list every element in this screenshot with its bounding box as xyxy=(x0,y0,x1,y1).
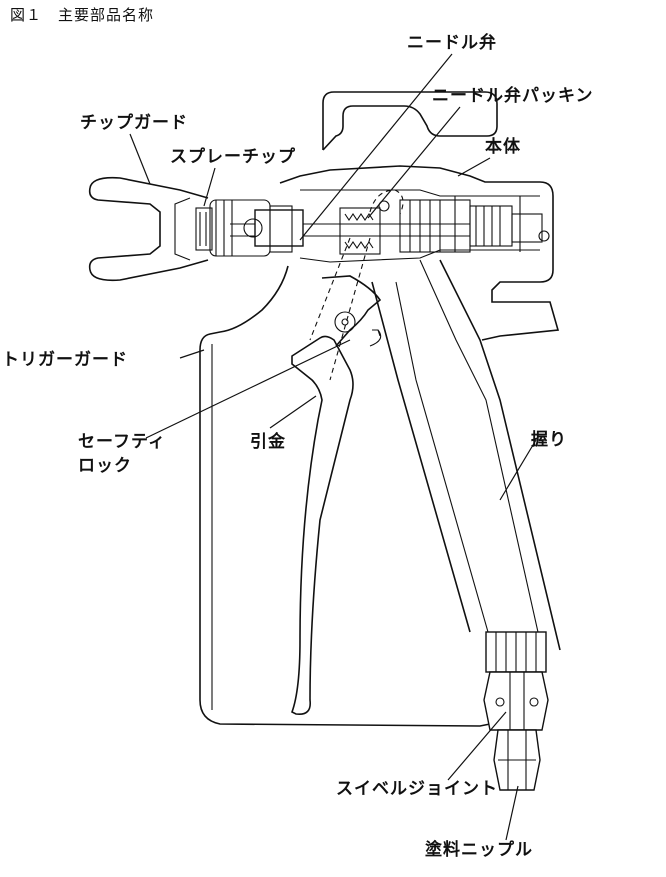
leader-tip-guard xyxy=(129,133,151,185)
packing-spring-upper xyxy=(344,213,374,221)
grip-inner-front xyxy=(395,281,489,633)
swivel-upper-lines xyxy=(495,632,537,672)
needle-ball xyxy=(243,218,263,238)
label-tip-guard: チップガード xyxy=(80,113,188,133)
label-trigger: 引金 xyxy=(250,432,286,452)
label-paint-nipple: 塗料ニップル xyxy=(425,840,533,860)
leader-needle-valve-packing xyxy=(367,106,461,219)
front-nut xyxy=(269,205,293,253)
packing-spring-lower xyxy=(344,241,374,249)
gun-body-outline xyxy=(279,165,560,341)
swivel-body xyxy=(483,671,549,731)
label-trigger-guard: トリガーガード xyxy=(2,350,128,370)
front-coupling-threads xyxy=(215,200,233,256)
leader-safety-lock xyxy=(145,339,351,439)
grip-inner-rear xyxy=(419,259,543,651)
spray-tip-lines xyxy=(199,212,207,246)
swivel-center-lines xyxy=(509,672,525,730)
trigger-guard xyxy=(199,265,501,727)
safety-lock-arrowhead xyxy=(372,329,381,337)
hanger-hook xyxy=(322,91,498,151)
trigger-pivot-dashed xyxy=(309,189,404,381)
label-safety-lock-line1: セーフティ xyxy=(78,432,166,452)
tip-guard xyxy=(88,176,209,282)
trigger-lever xyxy=(291,335,354,716)
leader-paint-nipple xyxy=(505,785,519,841)
swivel-ball-right xyxy=(529,697,539,707)
grip-front xyxy=(371,281,471,633)
spray-tip-head xyxy=(195,207,213,251)
body-rear-bands xyxy=(454,196,521,252)
grip-rear xyxy=(439,259,561,651)
rear-knob-pin xyxy=(538,230,550,242)
packing-housing xyxy=(339,207,381,255)
label-needle-valve: ニードル弁 xyxy=(407,33,497,53)
figure-title: 図１ 主要部品名称 xyxy=(10,6,155,24)
packing-screw xyxy=(378,200,390,212)
rear-nut-threads xyxy=(409,200,441,252)
rear-knob xyxy=(511,213,543,243)
leader-trigger-guard xyxy=(179,349,205,359)
leader-needle-valve xyxy=(299,53,453,241)
label-needle-valve-packing: ニードル弁パッキン xyxy=(432,86,594,106)
body-inner-top xyxy=(300,189,540,197)
paint-nipple-lines xyxy=(498,730,536,790)
label-grip: 握り xyxy=(531,430,567,450)
leader-trigger xyxy=(269,395,317,429)
label-safety-lock-line2: ロック xyxy=(78,456,132,476)
leader-grip xyxy=(499,439,537,501)
tip-guard-inner xyxy=(174,197,191,261)
leader-body xyxy=(457,157,491,177)
trigger-upper-arm xyxy=(321,275,382,347)
rear-cap-lines xyxy=(475,206,501,246)
label-swivel-joint: スイベルジョイント xyxy=(336,779,498,799)
trigger-pivot-center xyxy=(341,318,349,326)
needle-valve-seat xyxy=(254,209,304,247)
swivel-ball-left xyxy=(495,697,505,707)
leader-spray-tip xyxy=(203,167,216,207)
label-body: 本体 xyxy=(485,137,521,157)
label-spray-tip: スプレーチップ xyxy=(170,147,296,167)
leader-swivel-joint xyxy=(447,711,507,781)
body-inner-bottom xyxy=(299,249,540,263)
trigger-pivot xyxy=(334,311,356,333)
